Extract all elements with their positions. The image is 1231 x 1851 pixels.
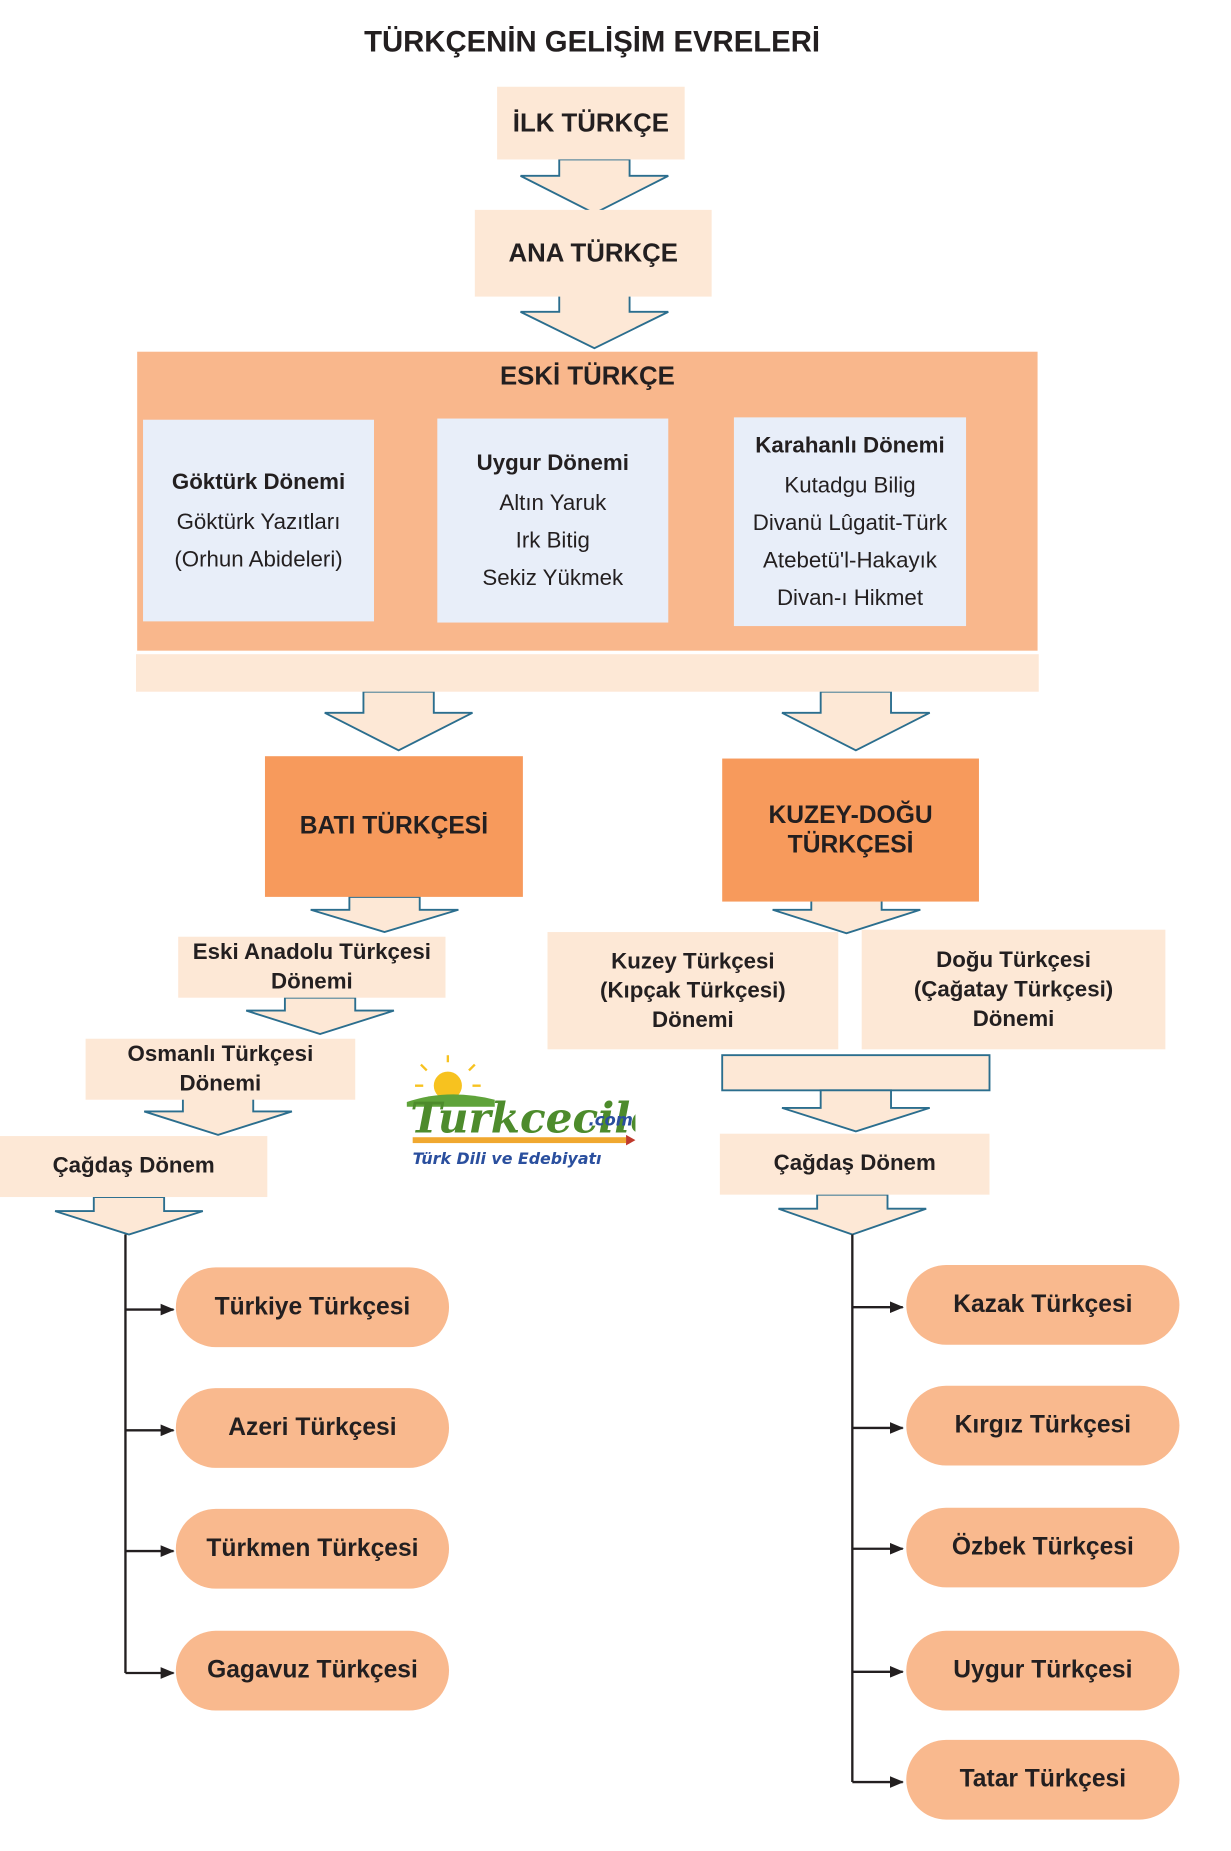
down-arrow xyxy=(54,1196,204,1236)
language-pill: Azeri Türkçesi xyxy=(175,1388,450,1468)
uygur-period-box: Uygur Dönemi Altın Yaruk Irk Bitig Sekiz… xyxy=(437,418,669,623)
kuzey-dogu-label-line: KUZEY-DOĞU xyxy=(768,801,933,829)
period-item: Divan-ı Hikmet xyxy=(776,586,924,611)
sun-icon xyxy=(415,1055,481,1100)
period-item: Göktürk Yazıtları xyxy=(176,509,341,535)
stage-line: Dönemi xyxy=(271,969,353,995)
eski-turkce-label: ESKİ TÜRKÇE xyxy=(499,361,675,391)
language-pill: Özbek Türkçesi xyxy=(906,1507,1180,1588)
logo-tagline-text: Türk Dili ve Edebiyatı xyxy=(413,1149,602,1168)
ilk-turkce-box: İLK TÜRKÇE xyxy=(497,86,685,160)
down-arrow xyxy=(310,895,459,934)
branch-line: Kuzey Türkçesi xyxy=(611,949,775,974)
cagatay-box: Doğu Türkçesi (Çağatay Türkçesi) Dönemi xyxy=(861,929,1166,1050)
period-name: Göktürk Dönemi xyxy=(171,470,346,495)
down-arrow xyxy=(781,1089,930,1133)
karahanli-period-box: Karahanlı Dönemi Kutadgu Bilig Divanü Lû… xyxy=(733,417,967,627)
kipcak-box: Kuzey Türkçesi (Kıpçak Türkçesi) Dönemi xyxy=(547,932,839,1050)
branch-line: (Kıpçak Türkçesi) xyxy=(600,978,786,1003)
ana-turkce-box: ANA TÜRKÇE xyxy=(474,209,712,297)
stage-line: Dönemi xyxy=(179,1071,262,1097)
gokturk-period-box: Göktürk Dönemi Göktürk Yazıtları (Orhun … xyxy=(143,419,374,622)
down-arrow xyxy=(778,1193,927,1236)
branch-line: Dönemi xyxy=(972,1006,1055,1032)
down-arrow xyxy=(772,899,921,935)
period-item: Sekiz Yükmek xyxy=(482,566,624,591)
down-arrow xyxy=(520,292,669,350)
language-pill: Türkmen Türkçesi xyxy=(175,1508,450,1589)
osmanli-box: Osmanlı Türkçesi Dönemi xyxy=(85,1038,356,1100)
period-item: (Orhun Abideleri) xyxy=(174,547,343,573)
bati-cagdas-donem-box: Çağdaş Dönem xyxy=(0,1136,268,1198)
period-item: Divanü Lûgatit-Türk xyxy=(752,511,948,536)
kuzey-dogu-label-line: TÜRKÇESİ xyxy=(787,831,914,859)
stage-line: Osmanlı Türkçesi xyxy=(127,1042,314,1067)
period-name: Uygur Dönemi xyxy=(476,451,629,476)
kuzey-dogu-cagdas-donem-box: Çağdaş Dönem xyxy=(719,1133,990,1195)
language-pill: Uygur Türkçesi xyxy=(906,1630,1180,1711)
language-pill: Tatar Türkçesi xyxy=(906,1739,1180,1820)
logo-suffix-text: .com xyxy=(589,1111,633,1130)
stage-line: Eski Anadolu Türkçesi xyxy=(192,940,431,965)
down-arrow xyxy=(520,158,669,215)
period-name: Karahanlı Dönemi xyxy=(755,433,945,459)
merge-bar xyxy=(721,1054,991,1092)
diagram-title: TÜRKÇENİN GELİŞİM EVRELERİ xyxy=(364,25,821,59)
branch-line: Doğu Türkçesi xyxy=(936,947,1091,973)
language-pill: Kazak Türkçesi xyxy=(906,1265,1180,1345)
period-item: Altın Yaruk xyxy=(499,491,607,516)
down-arrow xyxy=(781,690,931,752)
down-arrow xyxy=(324,690,473,752)
bati-turkcesi-box: BATI TÜRKÇESİ xyxy=(264,756,523,897)
language-pill: Gagavuz Türkçesi xyxy=(175,1630,450,1711)
language-pill: Türkiye Türkçesi xyxy=(175,1267,450,1348)
period-item: Kutadgu Bilig xyxy=(784,473,916,499)
turkceciler-logo: Turkceciler .com Türk Dili ve Edebiyatı xyxy=(406,1055,636,1168)
down-arrow xyxy=(143,1097,293,1136)
period-item: Atebetü'l-Hakayık xyxy=(763,548,937,574)
branch-line: Dönemi xyxy=(652,1007,734,1033)
logo-brand-text: Turkceciler xyxy=(410,1093,635,1143)
kuzey-dogu-turkcesi-box: KUZEY-DOĞU TÜRKÇESİ xyxy=(722,758,979,902)
language-pill: Kırgız Türkçesi xyxy=(906,1385,1180,1466)
down-arrow xyxy=(245,996,395,1036)
branch-line: (Çağatay Türkçesi) xyxy=(913,977,1114,1002)
period-item: Irk Bitig xyxy=(515,528,590,554)
eski-turkce-band xyxy=(135,654,1039,692)
eski-anadolu-box: Eski Anadolu Türkçesi Dönemi xyxy=(178,936,446,998)
